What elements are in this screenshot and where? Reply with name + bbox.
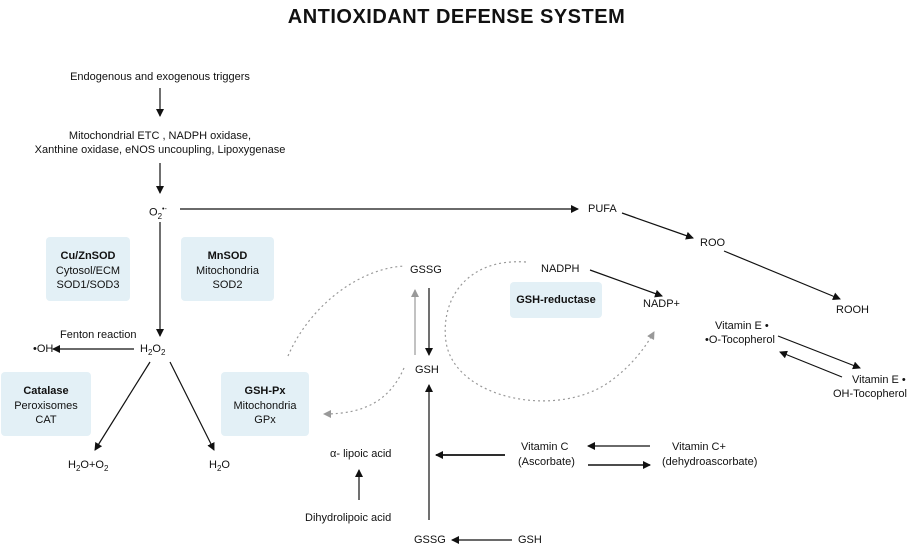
cuzn-sod-isoforms: SOD1/SOD3 bbox=[56, 279, 120, 291]
water-oxygen-label: H2O+O2 bbox=[68, 459, 109, 474]
arrow-pufa-to-roo bbox=[621, 212, 694, 240]
gshpx-box bbox=[221, 372, 309, 436]
gsh-middle-label: GSH bbox=[415, 364, 439, 376]
gsh-bottom-label: GSH bbox=[518, 534, 542, 546]
pufa-label: PUFA bbox=[588, 203, 617, 215]
cuzn-sod-name: Cu/ZnSOD bbox=[60, 250, 116, 262]
arrow-vite-back bbox=[779, 350, 843, 378]
mn-sod-name: MnSOD bbox=[207, 250, 248, 262]
lipoic-acid-label: α- lipoic acid bbox=[330, 448, 392, 460]
rooh-label: ROOH bbox=[836, 304, 869, 316]
gsh-reductase-name: GSH-reductase bbox=[516, 294, 596, 306]
gshpx-location: Mitochondria bbox=[233, 400, 297, 412]
arrow-vite-forward bbox=[777, 335, 861, 370]
superoxide-label: O2•- bbox=[149, 206, 167, 221]
mn-sod-box bbox=[181, 237, 274, 301]
roo-label: ROO bbox=[700, 237, 726, 249]
h2o2-label: H2O2 bbox=[140, 343, 166, 358]
vitamin-e-line1: Vitamin E • bbox=[852, 374, 906, 386]
sources-label-line2: Xanthine oxidase, eNOS uncoupling, Lipox… bbox=[34, 144, 286, 156]
nadph-label: NADPH bbox=[541, 263, 580, 275]
vitamin-c-plus-line2: (dehydroascorbate) bbox=[662, 456, 758, 468]
cuzn-sod-location: Cytosol/ECM bbox=[55, 265, 121, 277]
nadp-label: NADP+ bbox=[643, 298, 680, 310]
gssg-bottom-label: GSSG bbox=[414, 534, 446, 546]
gsh-reductase-box bbox=[510, 282, 602, 318]
mn-sod-location: Mitochondria bbox=[196, 265, 259, 277]
sources-label-line1: Mitochondrial ETC , NADPH oxidase, bbox=[68, 130, 252, 142]
catalase-abbrev: CAT bbox=[35, 414, 57, 426]
catalase-location: Peroxisomes bbox=[14, 400, 78, 412]
fenton-reaction-label: Fenton reaction bbox=[60, 329, 137, 341]
hydroxyl-radical-label: •OH bbox=[33, 343, 54, 355]
vitamin-e-radical-line1: Vitamin E • bbox=[715, 320, 769, 332]
arrow-h2o2-to-h2o bbox=[169, 361, 215, 451]
catalase-name: Catalase bbox=[23, 385, 69, 397]
dihydrolipoic-acid-label: Dihydrolipoic acid bbox=[305, 512, 392, 524]
vitamin-c-line2: (Ascorbate) bbox=[518, 456, 575, 468]
triggers-label: Endogenous and exogenous triggers bbox=[70, 71, 250, 83]
dashed-arc-gshpx-return bbox=[323, 367, 405, 418]
gssg-top-label: GSSG bbox=[410, 264, 442, 276]
arrow-nadph-to-nadp bbox=[589, 269, 663, 298]
cuzn-sod-box bbox=[46, 237, 130, 301]
vitamin-e-line2: OH-Tocopherol bbox=[833, 388, 907, 400]
gshpx-abbrev: GPx bbox=[254, 414, 276, 426]
vitamin-c-plus-line1: Vitamin C+ bbox=[672, 441, 726, 453]
diagram-title: ANTIOXIDANT DEFENSE SYSTEM bbox=[287, 6, 626, 28]
gshpx-name: GSH-Px bbox=[244, 385, 286, 397]
catalase-box bbox=[1, 372, 91, 436]
water-label: H2O bbox=[209, 459, 230, 474]
vitamin-e-radical-line2: •O-Tocopherol bbox=[705, 334, 775, 346]
arrow-roo-to-rooh bbox=[723, 250, 841, 301]
vitamin-c-line1: Vitamin C bbox=[521, 441, 569, 453]
mn-sod-isoform: SOD2 bbox=[212, 279, 243, 291]
dashed-arc-gshpx bbox=[287, 265, 406, 357]
arrow-h2o2-to-h2o-o2 bbox=[94, 361, 151, 451]
